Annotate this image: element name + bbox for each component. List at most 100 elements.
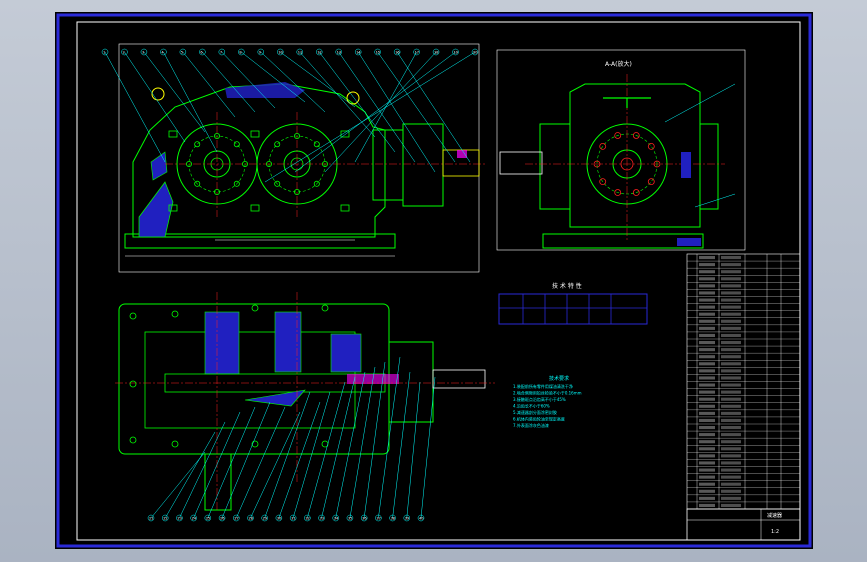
top-balloon <box>247 514 254 522</box>
parts-cell-text <box>699 341 715 345</box>
tech-spec-table: 技 术 特 性 <box>498 282 648 325</box>
parts-cell-text <box>721 305 741 309</box>
top-leader <box>392 371 411 519</box>
front-balloon <box>199 48 206 56</box>
parts-cell-text <box>699 461 715 465</box>
parts-cell-text <box>721 369 741 373</box>
front-balloon <box>277 48 284 56</box>
parts-cell-text <box>699 369 715 373</box>
front-balloon <box>471 48 479 56</box>
parts-cell-text <box>699 411 715 415</box>
front-label: 4 <box>161 51 164 55</box>
parts-cell-text <box>699 390 715 394</box>
front-leader <box>396 51 471 163</box>
tech-req-line: 5.减速器剖分面涂密封胶 <box>513 409 557 415</box>
side-section-fill <box>681 152 691 178</box>
top-label: 40 <box>419 517 423 521</box>
top-housing-bolt <box>129 312 137 320</box>
parts-cell-text <box>721 383 741 387</box>
parts-cell-text <box>721 397 741 401</box>
side-flange-bolt <box>647 178 655 186</box>
parts-cell-text <box>699 447 715 451</box>
front-leader <box>319 51 396 153</box>
front-balloon <box>160 48 167 56</box>
top-leader <box>307 381 346 519</box>
top-leader <box>236 406 286 519</box>
top-leader <box>278 401 321 519</box>
top-label: 33 <box>320 517 324 521</box>
top-leader <box>420 376 436 519</box>
side-flange-bolt <box>647 142 655 150</box>
front-balloon <box>179 48 187 56</box>
side-bearing-cap-left <box>539 123 571 210</box>
front-label: 1 <box>103 51 105 55</box>
housing-bolt <box>250 130 260 138</box>
front-label: 2 <box>122 51 124 55</box>
tech-table-columns <box>498 294 648 324</box>
top-housing-bolt <box>251 440 259 448</box>
tech-req-line: 3.接触斑点沿齿高不小于45% <box>513 396 566 402</box>
parts-cell-text <box>699 348 715 352</box>
front-balloon <box>432 48 440 56</box>
top-leader <box>321 376 356 519</box>
housing-bolt <box>250 204 260 212</box>
top-balloon <box>403 514 411 522</box>
parts-cell-text <box>699 326 715 330</box>
gear-right-bolt <box>293 133 300 140</box>
side-housing <box>569 83 701 228</box>
gear-right-bolt <box>274 141 281 148</box>
front-leader <box>163 51 218 153</box>
tech-req-line: 7.外表面涂灰色油漆 <box>513 422 549 428</box>
gear-left-bolt <box>233 141 240 148</box>
housing-bolt <box>168 130 178 138</box>
side-foot-fill <box>677 238 701 246</box>
front-leader <box>264 51 476 183</box>
side-flange-bolt <box>599 178 607 186</box>
top-housing-bolt <box>171 310 179 318</box>
front-leader <box>338 51 416 163</box>
lifting-eye-left <box>151 87 165 101</box>
parts-cell-text <box>721 256 741 260</box>
parts-cell-text <box>699 397 715 401</box>
tech-table-title: 技 术 特 性 <box>552 282 582 290</box>
parts-cell-text <box>721 348 741 352</box>
side-leader-1 <box>664 83 736 123</box>
top-label: 21 <box>149 517 153 521</box>
parts-cell-text <box>721 418 741 422</box>
top-leader <box>349 366 376 519</box>
side-bolts <box>593 132 661 196</box>
lifting-eye-right <box>346 91 360 105</box>
top-balloon <box>176 514 183 522</box>
parts-cell-text <box>699 433 715 437</box>
parts-cell-text <box>699 263 715 267</box>
front-label: 19 <box>454 51 458 55</box>
title-block: 减速器 1:2 <box>686 508 801 541</box>
front-label: 8 <box>239 51 241 55</box>
front-label: 17 <box>415 51 419 55</box>
front-label: 15 <box>376 51 380 55</box>
front-leader <box>143 51 206 133</box>
parts-cell-text <box>699 418 715 422</box>
title-block-name: 减速器 <box>767 512 782 519</box>
top-leader <box>264 391 311 519</box>
parts-cell-text <box>721 312 741 316</box>
side-input-shaft <box>499 151 543 175</box>
front-leader <box>241 51 306 103</box>
top-housing-bolt <box>321 304 329 312</box>
top-leader <box>292 391 331 519</box>
parts-cell-text <box>721 270 741 274</box>
top-leader <box>363 361 386 519</box>
front-label: 11 <box>298 51 302 55</box>
top-balloon <box>360 514 368 522</box>
top-balloon <box>233 514 240 522</box>
front-balloon <box>413 48 420 56</box>
parts-cell-text <box>721 376 741 380</box>
title-block-border <box>686 508 801 541</box>
front-leader <box>357 51 436 173</box>
top-balloon <box>289 514 297 522</box>
front-balloon <box>393 48 401 56</box>
parts-cell-text <box>699 376 715 380</box>
side-view-frame <box>496 49 746 251</box>
top-leader <box>378 356 401 519</box>
